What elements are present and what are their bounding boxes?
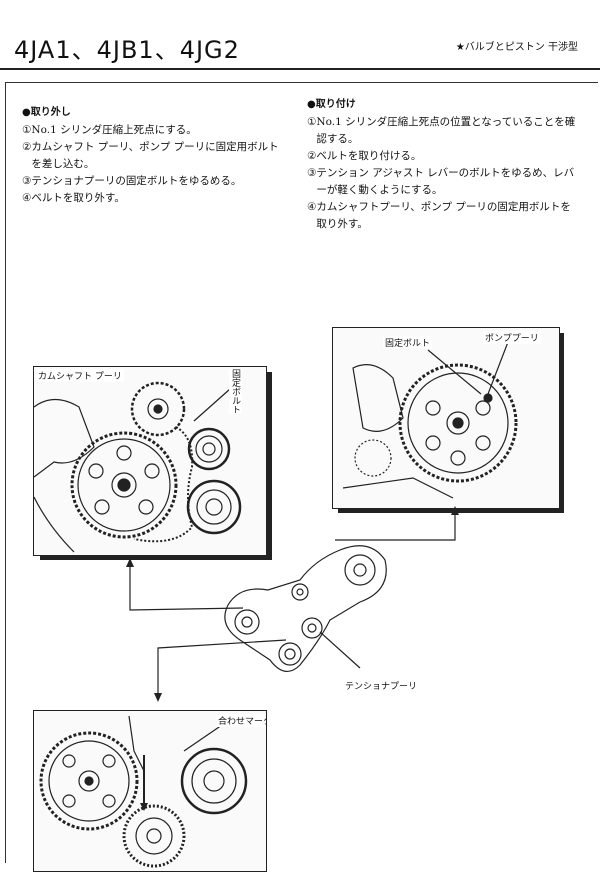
pump-pulley-label: ポンププーリ — [483, 331, 541, 344]
page-title: 4JA1、4JB1、4JG2 — [14, 36, 240, 64]
content-frame — [5, 82, 598, 863]
camshaft-pulley-figure: カムシャフト プーリ 固定ボルト — [33, 366, 267, 556]
crank-engine-drawing — [39, 715, 248, 868]
camshaft-pulley-label: カムシャフト プーリ — [36, 369, 124, 382]
pump-engine-drawing — [342, 341, 518, 499]
removal-heading: ●取り外し — [22, 107, 71, 118]
installation-heading: ●取り付け — [307, 99, 356, 110]
header-note: ★バルブとピストン 干渉型 — [455, 42, 578, 53]
tensioner-pulley-label: テンショナプーリ — [343, 679, 420, 692]
alignment-mark-label: 合わせマーク — [216, 714, 266, 727]
crank-pulley-figure: 合わせマーク — [33, 710, 267, 872]
pump-bolt-label: 固定ボルト — [383, 336, 433, 349]
camshaft-bolt-label: 固定ボルト — [229, 369, 242, 414]
page-header: 4JA1、4JB1、4JG2 ★バルブとピストン 干渉型 — [0, 0, 600, 70]
pump-pulley-figure: 固定ボルト ポンププーリ — [332, 327, 560, 509]
header-rule — [0, 68, 600, 70]
belt-routing-diagram — [126, 506, 459, 702]
camshaft-engine-drawing — [34, 381, 242, 553]
